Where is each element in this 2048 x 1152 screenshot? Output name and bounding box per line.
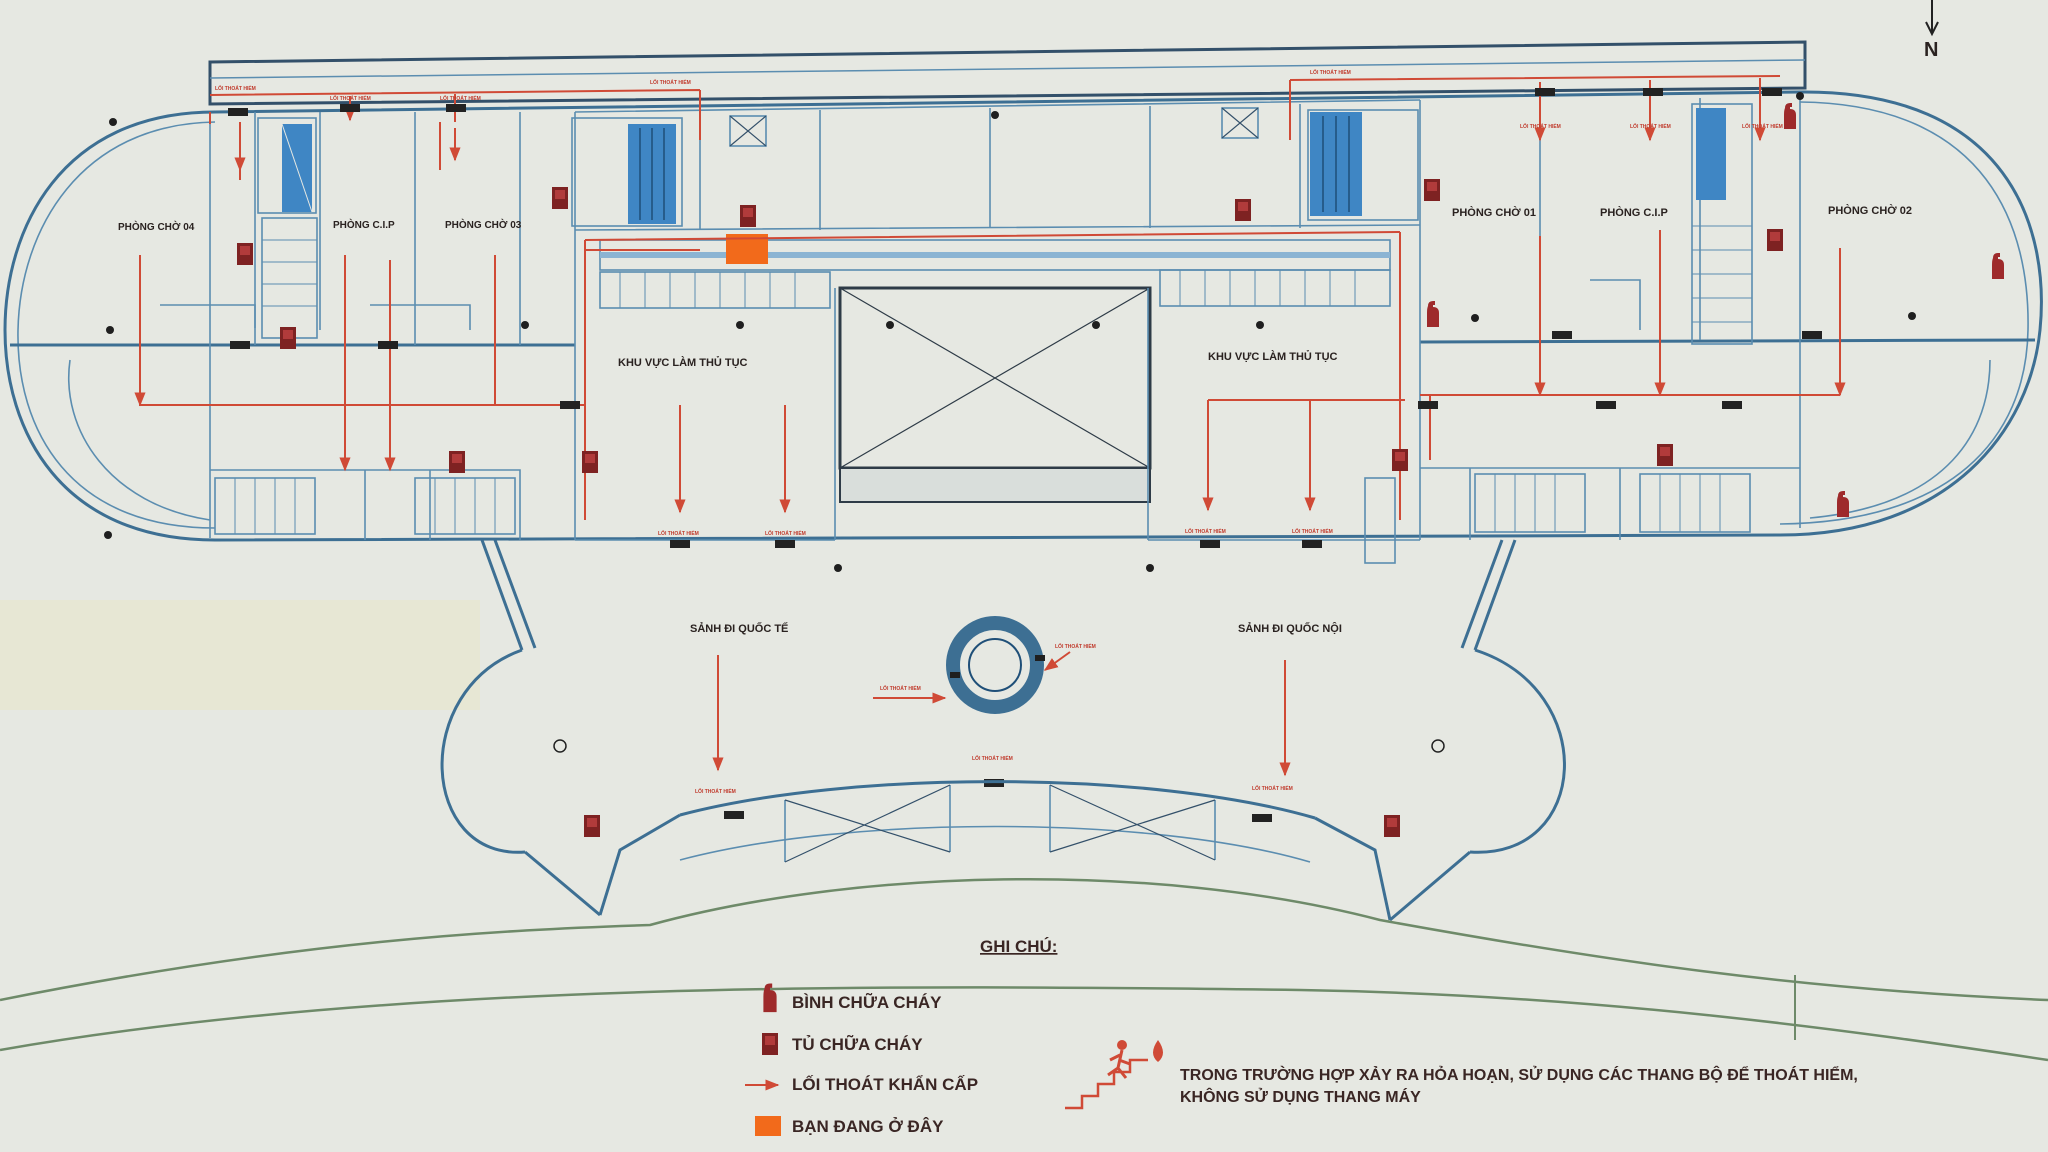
west-toilets-south-2	[414, 477, 516, 535]
west-core	[571, 117, 683, 227]
east-connector	[1460, 539, 1517, 651]
west-toilets-south-1	[214, 477, 316, 535]
north-label: N	[1924, 39, 1938, 61]
legend-label-extinguisher: BÌNH CHỮA CHÁY	[792, 992, 942, 1012]
exit-label: LỐI THOÁT HIỂM	[765, 530, 806, 537]
fire-note-line-2: KHÔNG SỬ DỤNG THANG MÁY	[1180, 1087, 1421, 1106]
room-label-waiting-02: PHÒNG CHỜ 02	[1828, 204, 1912, 217]
exit-label: LỐI THOÁT HIỂM	[440, 95, 481, 102]
hall-entrance-walls	[598, 813, 1392, 921]
west-south-rooms	[210, 469, 521, 540]
hall-side-walls	[524, 850, 1471, 922]
room-labels: PHÒNG CHỜ 04 PHÒNG C.I.P PHÒNG CHỜ 03 PH…	[118, 204, 1912, 635]
east-core	[1307, 109, 1419, 221]
legend-item-exit: LỐI THOÁT KHẨN CẤP	[745, 1074, 978, 1094]
west-hall-curve	[440, 648, 526, 854]
exit-label: LỐI THOÁT HIỂM	[695, 788, 736, 795]
light-glare	[0, 600, 480, 710]
road-edge-lower	[0, 986, 2048, 1062]
central-walls	[574, 99, 1421, 541]
void-side-walls	[834, 288, 1149, 540]
road-edge-upper	[0, 877, 2048, 1002]
east-hall-curve	[1469, 648, 1566, 854]
area-label-checkin-right: KHU VỰC LÀM THỦ TỤC	[1208, 350, 1338, 363]
west-room-walls	[254, 112, 576, 540]
east-curve-inner	[1779, 101, 2029, 525]
west-stair-box	[729, 115, 767, 147]
exit-label: LỐI THOÁT HIỂM	[1292, 528, 1333, 535]
fire-note-line-1: TRONG TRƯỜNG HỢP XẢY RA HỎA HOẠN, SỬ DỤN…	[1180, 1065, 1858, 1084]
legend: GHI CHÚ: BÌNH CHỮA CHÁY TỦ CHỮA CHÁY LỐI…	[745, 937, 1858, 1136]
east-stair-stub	[1364, 477, 1396, 564]
exit-label: LỐI THOÁT HIỂM	[1185, 528, 1226, 535]
north-roof-band	[208, 40, 1807, 106]
room-label-cip-left: PHÒNG C.I.P	[333, 218, 395, 231]
exit-label: LỐI THOÁT HIỂM	[1310, 69, 1351, 76]
room-label-waiting-04: PHÒNG CHỜ 04	[118, 220, 195, 233]
area-label-checkin-left: KHU VỰC LÀM THỦ TỤC	[618, 356, 748, 369]
exit-label: LỐI THOÁT HIỂM	[658, 530, 699, 537]
hall-label-international: SẢNH ĐI QUỐC TẾ	[690, 621, 788, 635]
east-toilets-south-1	[1474, 473, 1586, 533]
legend-label-you-are-here: BẠN ĐANG Ở ĐÂY	[792, 1117, 944, 1136]
east-sub-curve	[1809, 359, 1991, 519]
central-partitions	[699, 104, 1301, 230]
east-corridor-wall	[1419, 338, 2036, 344]
east-elevator-2	[1696, 108, 1726, 200]
west-connector	[480, 539, 537, 651]
exit-label: LỐI THOÁT HIỂM	[330, 95, 371, 102]
stairs-runner-icon	[1065, 1040, 1163, 1110]
west-desks	[160, 304, 471, 330]
west-sub-curve	[68, 359, 211, 521]
fire-cabinet-icon	[762, 1033, 778, 1055]
hall-hatches	[784, 784, 1216, 863]
room-label-cip-right: PHÒNG C.I.P	[1600, 206, 1668, 219]
west-curve-inner	[17, 121, 216, 529]
you-are-here-icon	[755, 1116, 781, 1136]
east-service-core	[1691, 103, 1753, 345]
exit-label: LỐI THOÁT HIỂM	[880, 685, 921, 692]
void-skylight	[839, 467, 1151, 503]
legend-item-you-are-here: BẠN ĐANG Ở ĐÂY	[755, 1116, 944, 1136]
east-room-walls	[1419, 98, 1701, 540]
legend-item-cabinet: TỦ CHỮA CHÁY	[762, 1033, 923, 1055]
west-elevator-shaft-1	[257, 117, 317, 214]
checkin-counters-left	[599, 271, 831, 309]
legend-label-exit: LỐI THOÁT KHẨN CẤP	[792, 1074, 978, 1094]
east-stair-box	[1221, 107, 1259, 139]
room-label-waiting-03: PHÒNG CHỜ 03	[445, 218, 522, 231]
north-compass: N	[1924, 0, 1939, 61]
spiral-staircase	[946, 616, 1045, 714]
exit-labels: LỐI THOÁT HIỂM LỐI THOÁT HIỂM LỐI THOÁT …	[215, 69, 1783, 795]
exit-label: LỐI THOÁT HIỂM	[1252, 785, 1293, 792]
hall-partitions	[784, 785, 1216, 862]
east-south-rooms	[1420, 467, 1800, 540]
exit-label: LỐI THOÁT HIỂM	[1630, 123, 1671, 130]
exit-label: LỐI THOÁT HIỂM	[1742, 123, 1783, 130]
hall-front-wall	[679, 780, 1316, 820]
legend-label-cabinet: TỦ CHỮA CHÁY	[792, 1034, 923, 1054]
exit-label: LỐI THOÁT HIỂM	[1055, 643, 1096, 650]
east-toilets-south-2	[1639, 473, 1751, 533]
main-building-outline	[3, 90, 2043, 542]
exit-label: LỐI THOÁT HIỂM	[215, 85, 256, 92]
hall-label-domestic: SẢNH ĐI QUỐC NỘI	[1238, 621, 1342, 635]
exit-label: LỐI THOÁT HIỂM	[650, 79, 691, 86]
room-label-waiting-01: PHÒNG CHỜ 01	[1452, 206, 1536, 219]
exit-label: LỐI THOÁT HIỂM	[1520, 123, 1561, 130]
legend-item-extinguisher: BÌNH CHỮA CHÁY	[763, 983, 942, 1013]
exit-label: LỐI THOÁT HIỂM	[972, 755, 1013, 762]
structural-columns	[104, 92, 1916, 572]
checkin-counters-right	[1159, 269, 1391, 307]
hall-canopy	[679, 825, 1311, 863]
legend-title: GHI CHÚ:	[980, 937, 1057, 956]
wing-end-walls	[209, 96, 1801, 538]
